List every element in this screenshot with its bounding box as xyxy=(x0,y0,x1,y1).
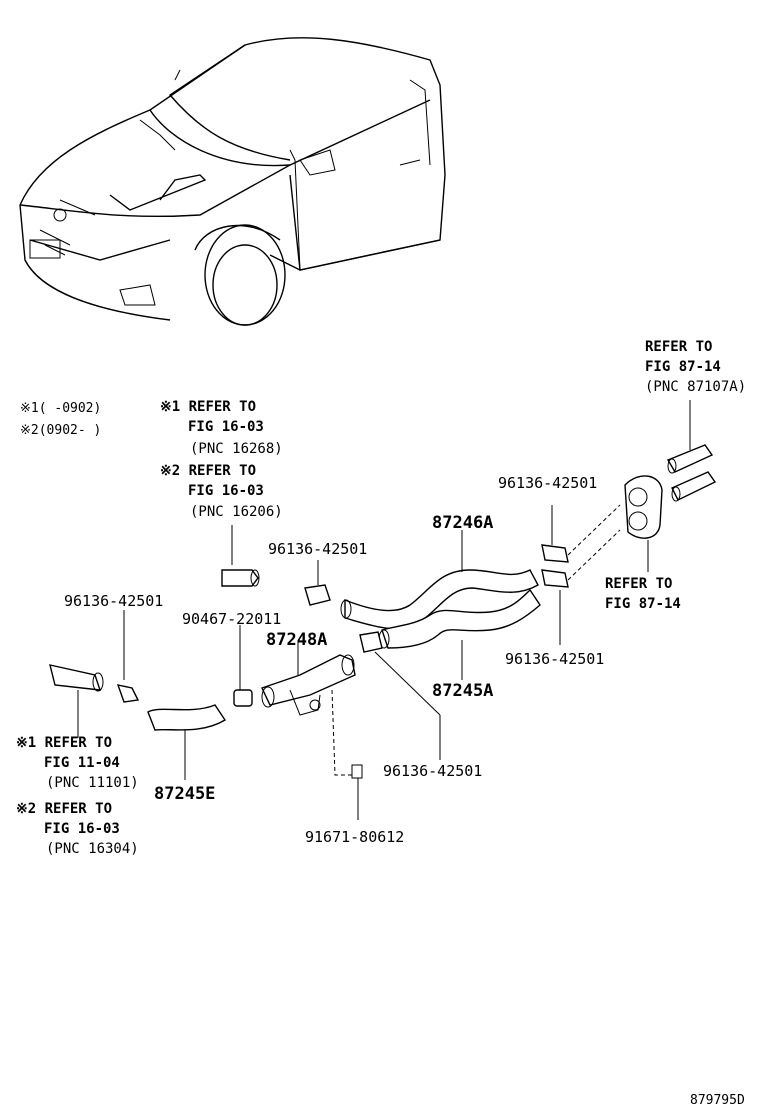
figure-id: 879795D xyxy=(690,1093,745,1108)
part-96136-42501-middle[interactable]: 96136-42501 xyxy=(268,540,368,558)
part-87245A[interactable]: 87245A xyxy=(432,681,494,701)
part-96136-42501-right-lower[interactable]: 96136-42501 xyxy=(505,650,605,668)
ref-1-line-2: FIG 16-03 xyxy=(188,419,264,435)
pipes-right xyxy=(666,400,717,502)
part-96136-42501-bottom[interactable]: 96136-42501 xyxy=(383,762,483,780)
joint-87248A xyxy=(261,640,363,820)
ref-2-line-2: FIG 16-03 xyxy=(188,483,264,499)
ref-3-line-2: FIG 87-14 xyxy=(645,359,721,375)
part-87246A[interactable]: 87246A xyxy=(432,513,494,533)
ref-2-line-3: (PNC 16206) xyxy=(190,504,283,520)
clip-90467 xyxy=(233,625,253,707)
ref-3-line-3: (PNC 87107A) xyxy=(645,379,747,395)
grommet xyxy=(624,475,663,572)
part-96136-42501-right-upper[interactable]: 96136-42501 xyxy=(498,474,598,492)
part-87248A[interactable]: 87248A xyxy=(266,630,328,650)
part-87245E[interactable]: 87245E xyxy=(154,784,216,804)
ref-1-line-3: (PNC 16268) xyxy=(190,441,283,457)
hose-end-upper xyxy=(221,525,260,587)
part-91671-80612[interactable]: 91671-80612 xyxy=(305,828,405,846)
hose-87245A xyxy=(378,588,541,680)
ref-5-line-1: ※1 REFER TO xyxy=(16,735,113,751)
part-90467-22011[interactable]: 90467-22011 xyxy=(182,610,282,628)
car-illustration xyxy=(19,37,446,326)
engine-pipe-left xyxy=(49,664,104,738)
clamp-right xyxy=(541,504,621,645)
legend-variant-2: ※2(0902- ) xyxy=(20,423,102,438)
ref-4-line-1: REFER TO xyxy=(605,576,673,592)
ref-4-line-2: FIG 87-14 xyxy=(605,596,681,612)
ref-6-line-1: ※2 REFER TO xyxy=(16,801,113,817)
clamp-left xyxy=(116,610,140,703)
clamp-middle xyxy=(304,560,441,760)
ref-6-line-2: FIG 16-03 xyxy=(44,821,120,837)
part-96136-42501-left[interactable]: 96136-42501 xyxy=(64,592,164,610)
ref-2-line-1: ※2 REFER TO xyxy=(160,463,257,479)
legend-variant-1: ※1( -0902) xyxy=(20,401,102,416)
hose-87245E xyxy=(147,704,226,780)
ref-3-line-1: REFER TO xyxy=(645,339,713,355)
ref-5-line-3: (PNC 11101) xyxy=(46,775,139,791)
ref-1-line-1: ※1 REFER TO xyxy=(160,399,257,415)
ref-6-line-3: (PNC 16304) xyxy=(46,841,139,857)
ref-5-line-2: FIG 11-04 xyxy=(44,755,120,771)
